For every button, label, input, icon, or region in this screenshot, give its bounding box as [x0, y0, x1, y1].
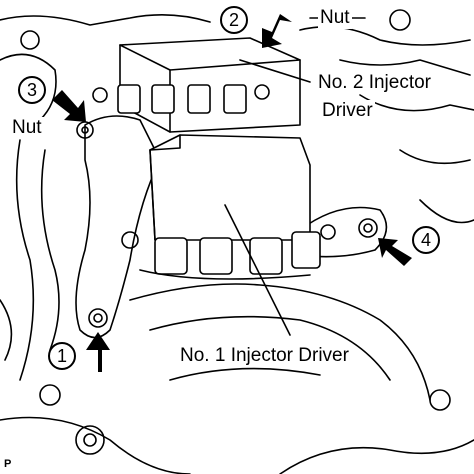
arrow-step-4 — [378, 238, 412, 266]
nut-label-top: Nut — [318, 7, 352, 29]
step-3-marker: 3 — [18, 76, 46, 104]
nut-label-left: Nut — [10, 117, 44, 139]
step-2-marker: 2 — [220, 6, 248, 34]
arrow-step-2 — [262, 14, 292, 48]
arrow-step-1 — [86, 332, 110, 372]
driver2-label-line2: Driver — [320, 100, 375, 122]
driver2-label-line1: No. 2 Injector — [316, 72, 433, 94]
driver1-label: No. 1 Injector Driver — [178, 345, 351, 367]
step-4-marker: 4 — [412, 226, 440, 254]
arrow-step-3 — [52, 90, 86, 122]
step-1-marker: 1 — [48, 342, 76, 370]
figure-code: P — [4, 458, 12, 470]
